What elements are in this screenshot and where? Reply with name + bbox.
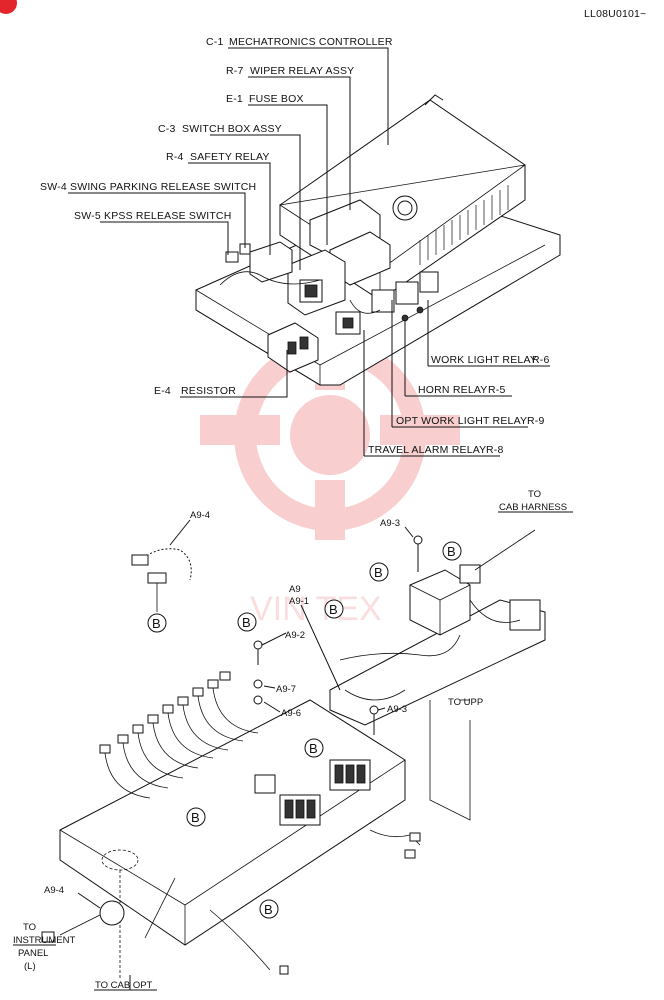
callout-sw5-code: SW-5 — [74, 210, 101, 222]
page-tab-marker — [0, 0, 17, 14]
upper-leader-lines — [68, 47, 550, 457]
callout-r7-name: WIPER RELAY ASSY — [250, 65, 354, 77]
b-marker-label: B — [242, 615, 251, 630]
dest-cab-opt: TO CAB OPT — [95, 980, 153, 991]
document-code: LL08U0101~ — [584, 8, 646, 20]
callout-r9-code: R-9 — [527, 415, 545, 427]
callout-r4-code: R-4 — [166, 151, 184, 163]
b-marker-7: B — [186, 807, 206, 827]
watermark-text: VIN TEX — [250, 590, 382, 628]
b-marker-label: B — [329, 602, 338, 617]
lower-assembly-drawing — [41, 529, 546, 980]
callout-c3-code: C-3 — [158, 123, 176, 135]
dest-instrument-panel: PANEL — [18, 948, 48, 959]
label-a9-2: A9-2 — [285, 630, 305, 641]
upper-assembly-drawing — [195, 94, 561, 386]
callout-r5-code: R-5 — [488, 384, 506, 396]
b-marker-label: B — [309, 741, 318, 756]
callout-r6-name: WORK LIGHT RELAY — [431, 354, 537, 366]
lower-leader-lines — [13, 511, 573, 991]
dest-instrument: INSTRUMENT — [13, 935, 75, 946]
callout-r4-name: SAFETY RELAY — [190, 151, 270, 163]
label-a9-3-top: A9-3 — [380, 518, 400, 529]
b-marker-label: B — [191, 810, 200, 825]
b-marker-5: B — [237, 612, 257, 632]
callout-r9-name: OPT WORK LIGHT RELAY — [396, 415, 527, 427]
callout-c1-code: C-1 — [206, 36, 224, 48]
callout-e4-name: RESISTOR — [181, 385, 236, 397]
callout-r6-code: R-6 — [532, 354, 550, 366]
label-a9-1: A9-1 — [289, 596, 309, 607]
callout-r8-name: TRAVEL ALARM RELAY — [368, 444, 486, 456]
label-a9-4-top: A9-4 — [190, 510, 210, 521]
label-a9-6: A9-6 — [281, 708, 301, 719]
label-a9-7: A9-7 — [276, 684, 296, 695]
b-marker-8: B — [259, 899, 279, 919]
dest-cab-harness-to: TO — [528, 489, 541, 500]
label-a9-4-bottom: A9-4 — [44, 885, 64, 896]
b-marker-3: B — [369, 562, 389, 582]
callout-e4-code: E-4 — [154, 385, 171, 397]
b-marker-2: B — [442, 541, 462, 561]
callout-e1-name: FUSE BOX — [249, 93, 304, 105]
b-marker-1: B — [147, 613, 167, 633]
callout-r8-code: R-8 — [486, 444, 504, 456]
dest-instrument-to: TO — [23, 922, 36, 933]
dest-cab-harness: CAB HARNESS — [499, 502, 567, 513]
b-marker-label: B — [374, 565, 383, 580]
callout-c1-name: MECHATRONICS CONTROLLER — [229, 36, 393, 48]
b-marker-label: B — [447, 544, 456, 559]
b-marker-label: B — [152, 616, 161, 631]
callout-sw4-name: SWING PARKING RELEASE SWITCH — [70, 181, 256, 193]
b-marker-4: B — [324, 599, 344, 619]
callout-e1-code: E-1 — [226, 93, 243, 105]
callout-r7-code: R-7 — [226, 65, 244, 77]
label-a9-3-mid: A9-3 — [387, 704, 407, 715]
callout-r5-name: HORN RELAY — [418, 384, 488, 396]
dest-to-upp: TO UPP — [448, 697, 483, 708]
b-marker-6: B — [304, 738, 324, 758]
callout-c3-name: SWITCH BOX ASSY — [182, 123, 282, 135]
dest-instrument-l: (L) — [24, 961, 36, 972]
label-a9: A9 — [289, 584, 301, 595]
b-marker-label: B — [264, 902, 273, 917]
callout-sw5-name: KPSS RELEASE SWITCH — [104, 210, 232, 222]
callout-sw4-code: SW-4 — [40, 181, 67, 193]
